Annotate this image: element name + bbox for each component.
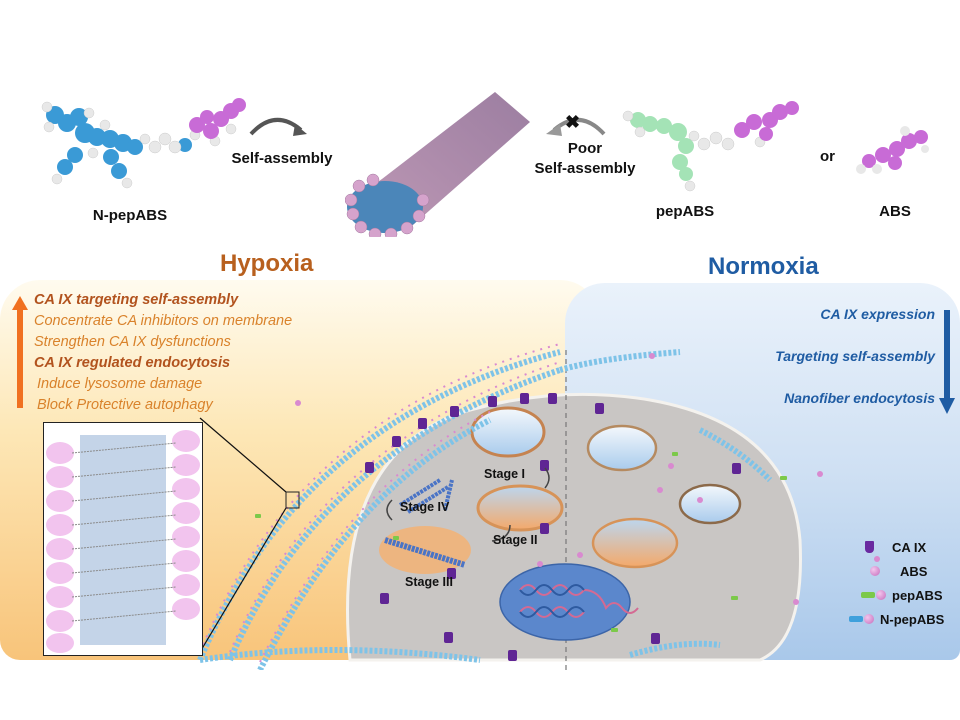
stage-4-label: Stage IV <box>400 500 450 514</box>
hypoxia-line-6: Block Protective autophagy <box>37 397 213 413</box>
cell-svg <box>197 317 880 672</box>
pepabs-icon <box>861 590 886 600</box>
legend-item-ca-ix: CA IX <box>790 535 950 559</box>
nucleus <box>499 563 631 641</box>
packing-svg <box>46 430 200 653</box>
legend-item-abs: ABS <box>790 559 950 583</box>
molecule-n-pepabs <box>35 95 255 200</box>
normoxia-title: Normoxia <box>708 253 819 280</box>
legend-label-ca-ix: CA IX <box>892 539 927 555</box>
abs-molecule-icon <box>856 126 929 174</box>
blocked-x-icon: ✖ <box>565 112 581 132</box>
legend-label-pepabs: pepABS <box>892 587 943 603</box>
hypoxia-title: Hypoxia <box>220 250 314 277</box>
molecule-pepabs <box>620 100 820 200</box>
self-assembly-arrow-icon <box>245 112 315 142</box>
legend-item-pepabs: pepABS <box>790 583 950 607</box>
nanofiber-icon <box>344 92 530 241</box>
label-abs: ABS <box>879 203 911 220</box>
stage-1-label: Stage I <box>484 467 525 481</box>
normoxia-line-3: Nanofiber endocytosis <box>784 390 935 406</box>
ca-ix-receptor-icon <box>865 541 874 553</box>
vesicle-right-mid <box>678 483 742 525</box>
stage-3-label: Stage III <box>405 575 453 589</box>
legend: CA IX ABS pepABS N-pepABS <box>790 535 950 631</box>
self-assembly-label: Self-assembly <box>231 150 333 167</box>
zoom-region-box <box>285 491 300 509</box>
poor-label-line1: Poor <box>567 140 603 157</box>
normoxia-line-1: CA IX expression <box>820 306 935 322</box>
cell-illustration <box>0 317 960 672</box>
hypoxia-line-4: CA IX regulated endocytosis <box>34 355 231 371</box>
n-pepabs-icon <box>849 614 874 624</box>
normoxia-bullet-list: CA IX expression Targeting self-assembly… <box>690 306 935 406</box>
hypoxia-line-3: Strengthen CA IX dysfunctions <box>34 334 231 350</box>
poor-self-assembly-arrow-icon <box>540 112 610 142</box>
stage-2-label: Stage II <box>493 533 538 547</box>
molecular-packing-inset <box>43 422 203 656</box>
legend-label-n-pepabs: N-pepABS <box>880 611 945 627</box>
legend-item-n-pepabs: N-pepABS <box>790 607 950 631</box>
cytoplasm <box>346 392 802 662</box>
stage-2-vesicle <box>476 484 564 532</box>
poor-label-line2: Self-assembly <box>534 160 636 177</box>
normoxia-down-arrow-icon <box>939 310 955 414</box>
molecule-abs <box>855 125 935 180</box>
hypoxia-line-5: Induce lysosome damage <box>37 376 203 392</box>
hypoxia-bullet-list: CA IX targeting self-assembly Concentrat… <box>34 290 292 416</box>
vesicle-right-orange <box>591 517 679 569</box>
hypoxia-line-2: Concentrate CA inhibitors on membrane <box>34 313 293 329</box>
vesicle-right-top <box>586 424 658 472</box>
ca-ix-receptors <box>365 393 741 661</box>
hypoxia-line-1: CA IX targeting self-assembly <box>34 292 239 308</box>
normoxia-line-2: Targeting self-assembly <box>775 348 935 364</box>
n-pepabs-molecule-icon <box>41 98 246 189</box>
pepabs-molecule-icon <box>622 101 799 192</box>
or-label: or <box>820 148 835 165</box>
label-n-pepabs: N-pepABS <box>92 207 168 224</box>
legend-label-abs: ABS <box>900 563 928 579</box>
nanofiber-illustration <box>344 82 535 241</box>
label-pepabs: pepABS <box>655 203 715 220</box>
hypoxia-up-arrow-icon <box>12 296 28 408</box>
abs-sphere-icon <box>870 566 880 576</box>
